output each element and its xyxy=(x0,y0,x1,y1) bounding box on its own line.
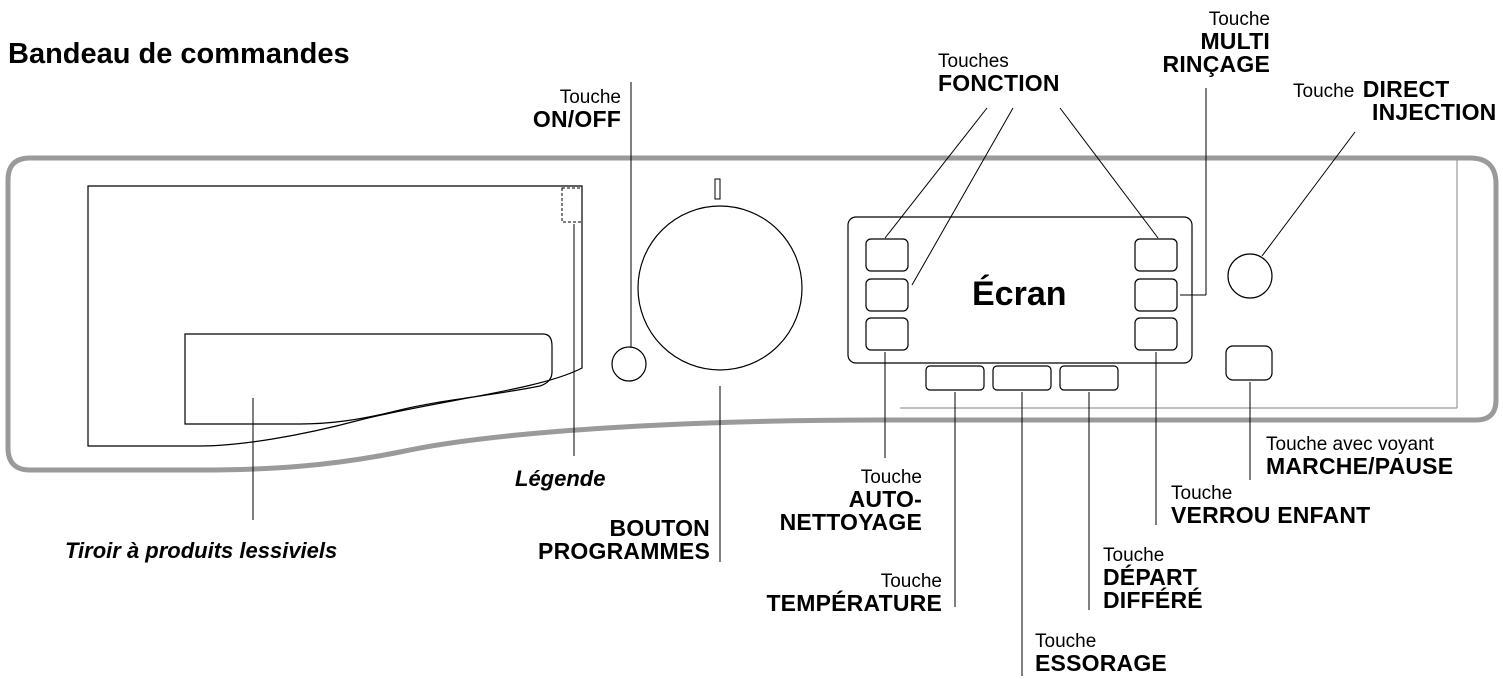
program-knob-shape xyxy=(637,205,803,371)
auto-cleaning-button-shape xyxy=(865,317,909,351)
start-pause-button-shape xyxy=(1225,345,1273,381)
start-pause-callout: Touche avec voyant MARCHE/PAUSE xyxy=(1266,435,1453,478)
function-button-3-shape xyxy=(1134,238,1178,272)
spin-callout: Touche ESSORAGE xyxy=(1035,632,1167,675)
delay-start-line2: DIFFÉRÉ xyxy=(1103,587,1203,613)
direct-injection-line2: INJECTION xyxy=(1372,99,1497,125)
program-knob-line2: PROGRAMMES xyxy=(538,538,710,564)
temperature-callout: Touche TEMPÉRATURE xyxy=(740,572,942,615)
function-button-1-shape xyxy=(865,238,909,272)
auto-cleaning-prefix: Touche xyxy=(860,467,922,488)
delay-start-button-shape xyxy=(1059,365,1119,391)
on-off-prefix: Touche xyxy=(559,87,621,108)
start-pause-name: MARCHE/PAUSE xyxy=(1266,453,1454,479)
leader-lines xyxy=(252,82,1356,676)
multi-rinse-line1: MULTI xyxy=(1200,28,1270,54)
child-lock-prefix: Touche xyxy=(1171,483,1233,504)
auto-cleaning-line2: NETTOYAGE xyxy=(779,509,922,535)
delay-start-prefix: Touche xyxy=(1103,545,1165,566)
program-knob-callout: BOUTON PROGRAMMES xyxy=(520,517,710,563)
on-off-button-shape xyxy=(611,346,647,382)
screen-frame xyxy=(847,216,1193,364)
function-button-2-shape xyxy=(865,278,909,312)
direct-injection-button-shape xyxy=(1227,253,1273,299)
on-off-name: ON/OFF xyxy=(532,106,621,132)
spin-button-shape xyxy=(992,365,1052,391)
auto-cleaning-line1: AUTO- xyxy=(848,486,922,512)
drawer-outline xyxy=(87,185,583,447)
drawer-handle xyxy=(184,333,553,425)
child-lock-button-shape xyxy=(1134,317,1178,351)
on-off-callout: Touche ON/OFF xyxy=(496,88,621,131)
spin-name: ESSORAGE xyxy=(1035,650,1167,676)
delay-start-callout: Touche DÉPART DIFFÉRÉ xyxy=(1103,546,1203,612)
function-callout: Touches FONCTION xyxy=(938,52,1060,95)
multi-rinse-prefix: Touche xyxy=(1208,9,1270,30)
direct-injection-callout: Touche DIRECT INJECTION xyxy=(1293,78,1496,124)
screen-label: Écran xyxy=(972,275,1067,313)
drawer-label: Tiroir à produits lessiviels xyxy=(65,538,338,563)
spin-prefix: Touche xyxy=(1035,631,1097,652)
start-pause-prefix: Touche avec voyant xyxy=(1266,434,1434,455)
panel-outline xyxy=(5,155,1499,473)
multi-rinse-button-shape xyxy=(1134,278,1178,312)
multi-rinse-callout: Touche MULTI RINÇAGE xyxy=(1110,10,1270,76)
delay-start-line1: DÉPART xyxy=(1103,564,1198,590)
legend-window xyxy=(561,187,583,223)
multi-rinse-line2: RINÇAGE xyxy=(1162,51,1270,77)
program-knob-line1: BOUTON xyxy=(609,515,710,541)
child-lock-name: VERROU ENFANT xyxy=(1171,502,1371,528)
legend-label: Légende xyxy=(515,466,606,491)
program-knob-indicator xyxy=(714,178,721,200)
direct-injection-prefix: Touche xyxy=(1293,81,1355,102)
direct-injection-line1: DIRECT xyxy=(1362,76,1450,102)
function-name: FONCTION xyxy=(938,70,1060,96)
temperature-name: TEMPÉRATURE xyxy=(766,590,942,616)
diagram-title: Bandeau de commandes xyxy=(8,38,350,70)
temperature-button-shape xyxy=(925,365,985,391)
child-lock-callout: Touche VERROU ENFANT xyxy=(1171,484,1370,527)
auto-cleaning-callout: Touche AUTO- NETTOYAGE xyxy=(760,468,922,534)
temperature-prefix: Touche xyxy=(880,571,942,592)
function-prefix: Touches xyxy=(938,51,1009,72)
